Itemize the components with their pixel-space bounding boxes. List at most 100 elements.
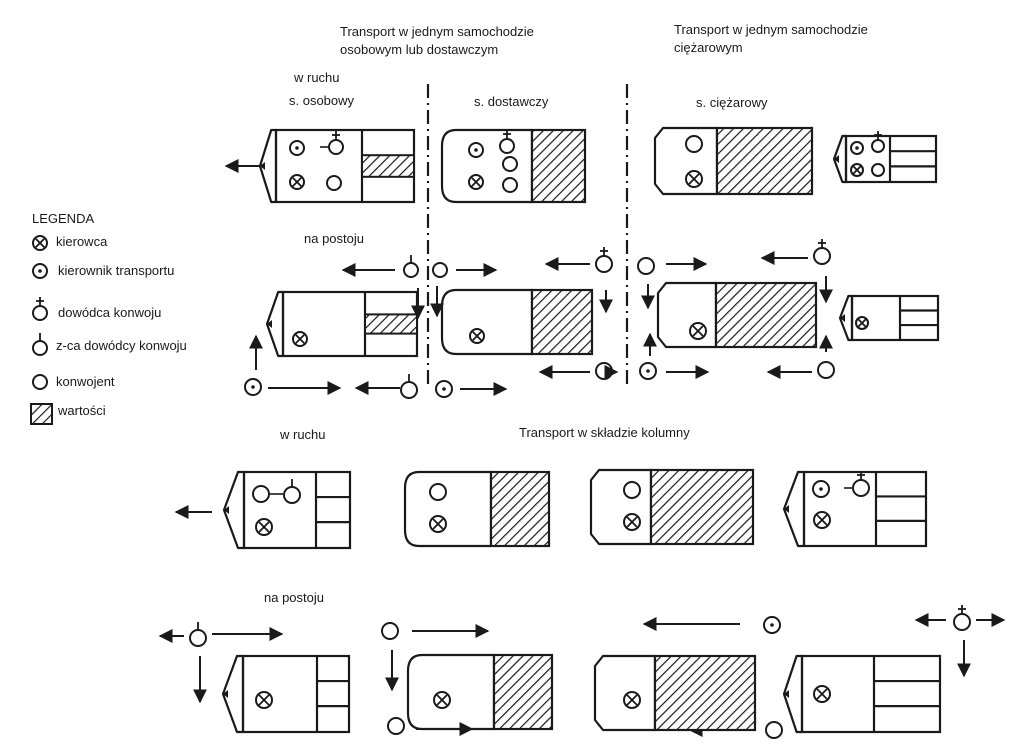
valuables-box xyxy=(530,288,594,356)
van-cab xyxy=(440,288,534,356)
driver-icon xyxy=(429,515,447,533)
van-cab xyxy=(406,653,496,731)
headlight xyxy=(834,155,839,163)
label-moving-car-1: w ruchu xyxy=(293,70,340,85)
valuables-box xyxy=(715,126,814,196)
valuables-box xyxy=(364,313,418,335)
transport-manager-icon xyxy=(468,142,484,158)
transport-manager-icon xyxy=(32,263,48,279)
driver-icon xyxy=(623,691,641,709)
transport-manager-icon xyxy=(812,480,830,498)
column-escort-car-front-parked xyxy=(221,654,351,734)
truck-moving xyxy=(653,126,814,196)
escort-icon xyxy=(595,362,613,380)
label-van: s. dostawczy xyxy=(474,94,549,109)
driver-icon xyxy=(623,513,641,531)
escort-car-moving xyxy=(832,134,938,184)
cross xyxy=(626,516,638,528)
convoy-commander-icon xyxy=(813,239,831,265)
outline xyxy=(242,470,352,550)
van-cab xyxy=(403,470,493,548)
heading-truck-line2: ciężarowym xyxy=(674,40,743,55)
valuables-box xyxy=(653,654,757,732)
label-parked-column: na postoju xyxy=(264,590,324,605)
outline xyxy=(802,470,928,548)
headlight xyxy=(267,320,272,328)
driver-icon xyxy=(685,170,703,188)
escort-icon xyxy=(502,177,518,193)
circle xyxy=(595,255,613,273)
cross xyxy=(292,177,302,187)
column-van xyxy=(403,470,551,548)
column-escort-car-rear xyxy=(782,470,928,548)
passenger-car-moving xyxy=(258,128,416,204)
dot xyxy=(295,146,299,150)
legend-label-transport-manager: kierownik transportu xyxy=(58,263,174,278)
cross xyxy=(816,514,828,526)
escort-icon xyxy=(637,257,655,275)
driver-icon xyxy=(255,518,273,536)
driver-icon xyxy=(292,331,308,347)
truck-cab xyxy=(593,654,657,732)
driver-icon xyxy=(855,316,869,330)
heading-car-line2: osobowym lub dostawczym xyxy=(340,42,498,57)
valuables-box xyxy=(649,468,755,546)
cross xyxy=(816,688,828,700)
dot xyxy=(251,385,255,389)
delivery-van-parked xyxy=(440,288,594,356)
escort-car-parked xyxy=(838,294,940,342)
cross xyxy=(626,694,638,706)
dot xyxy=(38,269,42,273)
escort-icon xyxy=(381,622,399,640)
cross xyxy=(436,694,448,706)
cross xyxy=(688,173,700,185)
headlight xyxy=(223,690,228,698)
transport-manager-icon xyxy=(850,141,864,155)
truck-cab xyxy=(589,468,653,546)
legend-title: LEGENDA xyxy=(32,211,94,226)
circle xyxy=(403,262,419,278)
escort-icon xyxy=(765,721,783,739)
outline xyxy=(800,654,942,734)
headlight xyxy=(224,506,229,514)
transport-manager-icon xyxy=(763,616,781,634)
legend-label-valuables: wartości xyxy=(57,403,106,418)
delivery-van-moving xyxy=(440,128,587,204)
legend-label-escort: konwojent xyxy=(56,374,115,389)
escort-icon xyxy=(817,361,835,379)
circle xyxy=(32,340,48,356)
escort-icon xyxy=(252,485,270,503)
diagram-shapes xyxy=(30,84,1006,739)
cross xyxy=(857,318,867,328)
label-moving-column: w ruchu xyxy=(279,427,326,442)
truck-parked xyxy=(656,281,818,349)
cross xyxy=(432,518,444,530)
cross xyxy=(295,334,305,344)
truck-cab xyxy=(656,281,718,349)
label-parked-top: na postoju xyxy=(304,231,364,246)
escort-icon xyxy=(32,374,48,390)
circle xyxy=(32,305,48,321)
cross xyxy=(852,165,862,175)
circle xyxy=(499,138,515,154)
circle xyxy=(813,247,831,265)
convoy-commander-icon xyxy=(499,130,515,154)
cross xyxy=(258,694,270,706)
driver-icon xyxy=(850,163,864,177)
outline xyxy=(241,654,351,734)
escort-icon xyxy=(623,481,641,499)
convoy-commander-icon xyxy=(328,131,344,155)
dot xyxy=(646,369,650,373)
legend-label-deputy-commander: z-ca dowódcy konwoju xyxy=(56,338,187,353)
valuables-box xyxy=(492,653,554,731)
driver-icon xyxy=(689,322,707,340)
convoy-commander-icon xyxy=(953,605,971,631)
driver-icon xyxy=(813,685,831,703)
driver-icon xyxy=(469,328,485,344)
cross xyxy=(692,325,704,337)
column-van-parked xyxy=(406,653,554,731)
column-truck-parked xyxy=(593,654,757,732)
valuables-box xyxy=(489,470,551,548)
